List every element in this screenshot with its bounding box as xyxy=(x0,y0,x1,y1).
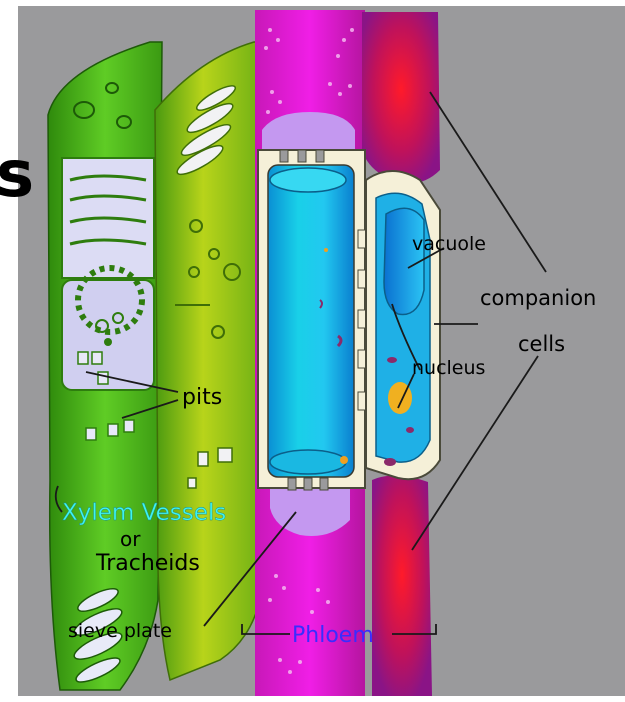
cells-label: cells xyxy=(518,332,565,356)
tracheid xyxy=(155,42,262,680)
companion-cell-detail xyxy=(366,171,440,479)
xylem-vessels-label: Xylem Vessels xyxy=(62,500,226,526)
companion-label: companion xyxy=(480,286,596,310)
or-label: or xyxy=(120,527,141,551)
xylem-vessel xyxy=(48,42,162,690)
vacuole xyxy=(384,208,424,314)
pits-label: pits xyxy=(182,385,222,410)
phloem-label: Phloem xyxy=(292,623,374,648)
nucleus-label: nucleus xyxy=(412,357,485,379)
sieve-tube-element xyxy=(258,150,365,490)
vacuole-label: vacuole xyxy=(412,233,486,255)
sieve-plate-label: sieve plate xyxy=(68,620,172,642)
edge-letter: s xyxy=(0,138,34,212)
tracheids-label: Tracheids xyxy=(95,551,200,576)
